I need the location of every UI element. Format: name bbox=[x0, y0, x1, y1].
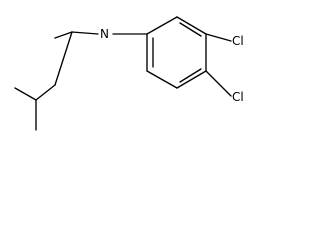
molecule-structure: N Cl Cl bbox=[0, 0, 256, 142]
bond-ring-cl-bottom bbox=[205, 70, 232, 97]
chlorine-label-top: Cl bbox=[232, 34, 244, 48]
bond-ch2-ch bbox=[35, 84, 56, 101]
bond-ch-nh bbox=[71, 31, 99, 35]
bond-ch-methyl-a bbox=[14, 87, 37, 101]
bond-ch-ch2 bbox=[54, 31, 73, 86]
ring-bond-1 bbox=[146, 16, 178, 35]
ring-bond-5 bbox=[146, 70, 178, 89]
chlorine-label-bottom: Cl bbox=[232, 90, 244, 104]
ring-double-3 bbox=[179, 68, 202, 83]
nitrogen-label: N bbox=[100, 27, 109, 41]
bond-skeleton bbox=[14, 16, 232, 131]
ring-bond-2 bbox=[176, 16, 207, 35]
bond-ring-cl-top bbox=[205, 33, 232, 42]
bond-methyl-ch bbox=[54, 31, 73, 39]
ring-double-2 bbox=[179, 22, 202, 37]
ring-bond-4 bbox=[176, 70, 207, 89]
